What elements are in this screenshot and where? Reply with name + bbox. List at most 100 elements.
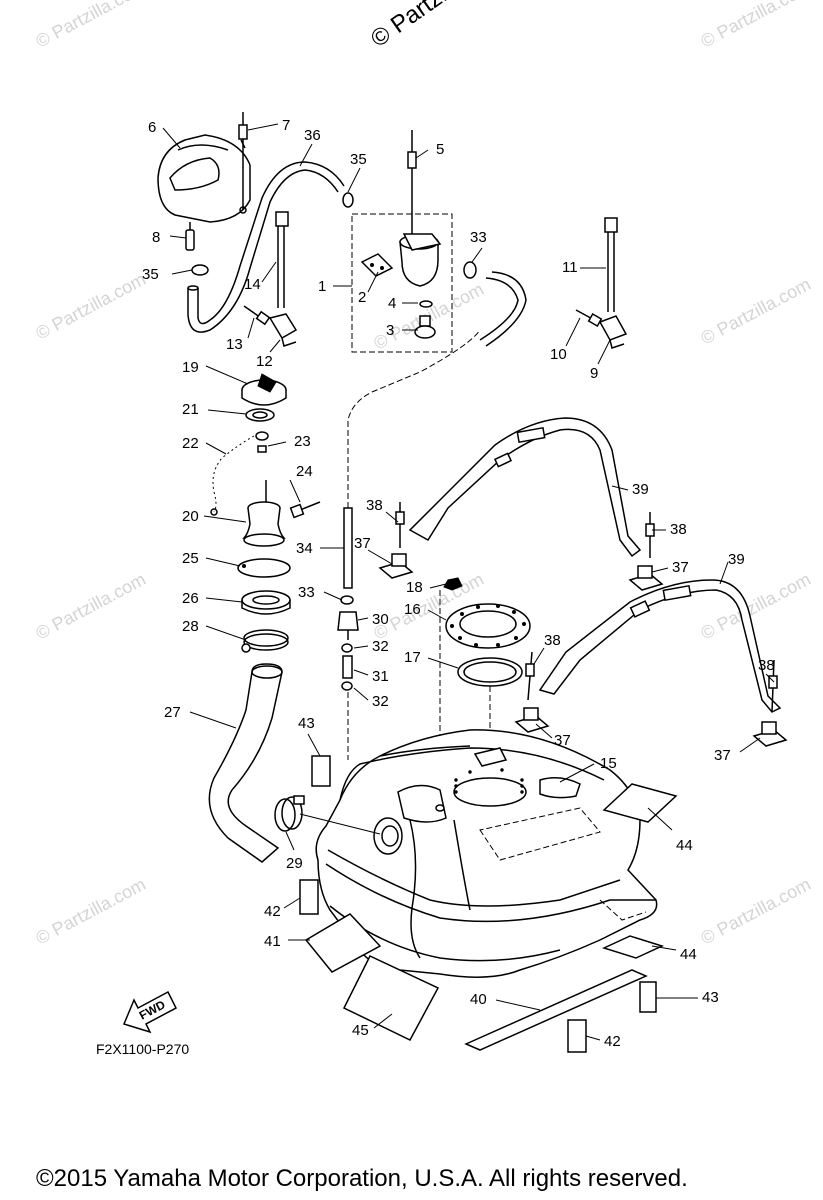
watermark: © Partzilla.com — [32, 874, 148, 949]
callout-2: 2 — [358, 289, 366, 306]
copyright-notice: ©2015 Yamaha Motor Corporation, U.S.A. A… — [36, 1165, 688, 1192]
callout-7: 7 — [282, 117, 290, 134]
part-26-nut — [241, 590, 291, 615]
callout-45: 45 — [352, 1022, 369, 1039]
callout-24: 24 — [296, 463, 313, 480]
part-20-filler-neck — [242, 480, 286, 547]
callout-39b: 39 — [728, 551, 745, 568]
callout-29: 29 — [286, 855, 303, 872]
part-24-bolt — [289, 501, 321, 519]
part-36-hose — [187, 161, 345, 333]
callout-labels: 1 2 3 4 5 6 7 8 9 10 11 12 13 14 15 16 1… — [142, 117, 775, 1050]
part-28-clamp — [241, 629, 289, 653]
callout-36: 36 — [304, 127, 321, 144]
callout-37b: 37 — [672, 559, 689, 576]
callout-38c: 38 — [544, 632, 561, 649]
callout-27: 27 — [164, 704, 181, 721]
part-42-pad — [299, 879, 587, 1053]
watermark: © Partzilla.com — [697, 274, 813, 349]
callout-32b: 32 — [372, 693, 389, 710]
part-10-bolt — [575, 309, 603, 327]
watermark-top: © Partzilla — [366, 0, 472, 53]
part-25-washer — [237, 558, 291, 578]
part-35-clamp — [191, 192, 354, 276]
part-33-clamp — [340, 595, 354, 605]
part-23-screw — [255, 431, 269, 453]
callout-20: 20 — [182, 508, 199, 525]
callout-16: 16 — [404, 601, 421, 618]
diagram-code: F2X1100-P270 — [96, 1041, 189, 1057]
part-11-cable-tie — [604, 217, 618, 312]
part-37-bracket — [378, 553, 788, 747]
callout-23: 23 — [294, 433, 311, 450]
part-32-clamp — [341, 643, 353, 691]
part-39-strap-rear — [408, 417, 642, 558]
callout-33: 33 — [470, 229, 487, 246]
callout-33b: 33 — [298, 584, 315, 601]
callout-6: 6 — [148, 119, 156, 136]
part-1-filter-assembly — [351, 130, 527, 353]
callout-22: 22 — [182, 435, 199, 452]
callout-31: 31 — [372, 668, 389, 685]
callout-34: 34 — [296, 540, 313, 557]
callout-35b: 35 — [142, 266, 159, 283]
callout-26: 26 — [182, 590, 199, 607]
callout-25: 25 — [182, 550, 199, 567]
callout-17: 17 — [404, 649, 421, 666]
part-6-cover — [157, 134, 251, 223]
part-13-bolt — [243, 305, 271, 326]
callout-40: 40 — [470, 991, 487, 1008]
callout-44b: 44 — [680, 946, 697, 963]
part-31-pipe — [342, 655, 353, 679]
part-18-nut — [443, 577, 463, 591]
watermark: © Partzilla.com — [697, 874, 813, 949]
part-7-bolt — [238, 112, 248, 210]
callout-9: 9 — [590, 365, 598, 382]
part-15-fuel-tank — [315, 729, 658, 978]
callout-8: 8 — [152, 229, 160, 246]
part-44-pad — [601, 783, 678, 959]
part-17-gasket — [457, 657, 523, 687]
callout-43b: 43 — [702, 989, 719, 1006]
callout-14: 14 — [244, 276, 261, 293]
part-27-filler-hose — [208, 663, 283, 863]
callout-38b: 38 — [670, 521, 687, 538]
part-30-valve — [337, 611, 359, 640]
part-12-clip — [268, 313, 298, 347]
callout-39: 39 — [632, 481, 649, 498]
part-9-clip — [598, 315, 628, 349]
callout-18: 18 — [406, 579, 423, 596]
callout-10: 10 — [550, 346, 567, 363]
watermark: © Partzilla.com — [32, 569, 148, 644]
callout-11: 11 — [562, 259, 578, 276]
callout-41: 41 — [264, 933, 281, 950]
part-41-pad — [304, 913, 382, 973]
part-38-bolt — [395, 502, 778, 713]
leader-lines — [162, 123, 775, 1041]
callout-37d: 37 — [714, 747, 731, 764]
part-19-fuel-cap — [241, 373, 287, 406]
part-8-pin — [185, 222, 195, 251]
callout-37c: 37 — [554, 732, 571, 749]
callout-13: 13 — [226, 336, 243, 353]
callout-32: 32 — [372, 638, 389, 655]
callout-5: 5 — [436, 141, 444, 158]
callout-35: 35 — [350, 151, 367, 168]
callout-19: 19 — [182, 359, 199, 376]
callout-38d: 38 — [758, 657, 775, 674]
callout-4: 4 — [388, 295, 396, 312]
part-14-cable-tie — [275, 211, 289, 308]
part-40-pad — [464, 969, 648, 1051]
part-43-pad — [311, 755, 657, 1013]
part-45-pad — [342, 955, 440, 1041]
part-39-strap-front — [538, 579, 782, 713]
callout-42: 42 — [264, 903, 281, 920]
part-16-plate — [445, 603, 531, 649]
callout-38: 38 — [366, 497, 383, 514]
callout-15: 15 — [600, 755, 617, 772]
callout-12: 12 — [256, 353, 273, 370]
watermark: © Partzilla.com — [32, 0, 148, 52]
callout-3: 3 — [386, 322, 394, 339]
part-22-strap — [210, 435, 255, 516]
